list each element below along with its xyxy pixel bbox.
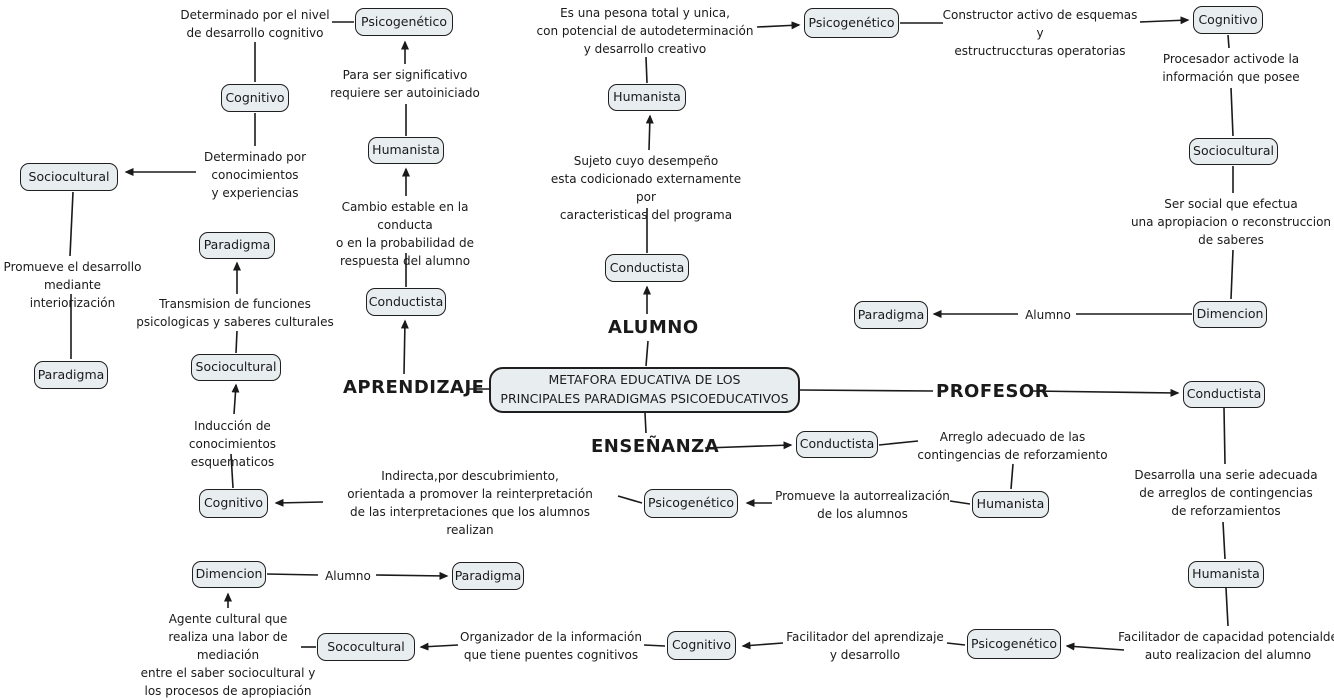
node-psicogenetico-top-right: Psicogenético xyxy=(804,8,899,38)
node-conductista-ensenanza: Conductista xyxy=(796,431,878,458)
edge-label-ser-social: Ser social que efectua una apropiacion o… xyxy=(1130,197,1332,247)
node-paradigma-bottom: Paradigma xyxy=(452,562,524,590)
node-psicogenetico-ensenanza: Psicogenético xyxy=(644,489,738,518)
node-cognitivo-bottom: Cognitivo xyxy=(667,631,736,660)
node-conductista-left: Conductista xyxy=(366,288,446,316)
edge-label-agente-cultural: Agente cultural que realiza una labor de… xyxy=(140,612,316,698)
concept-map-canvas: METAFORA EDUCATIVA DE LOS PRINCIPALES PA… xyxy=(3,6,1334,698)
edge-label-significativo: Para ser significativo requiere ser auto… xyxy=(330,68,480,100)
node-cognitivo-top-right: Cognitivo xyxy=(1193,6,1263,34)
edge-label-cambio-estable: Cambio estable en la conducta o en la pr… xyxy=(335,200,475,268)
node-paradigma-mid-left: Paradigma xyxy=(199,232,275,259)
edge-label-desarrolla-serie: Desarrolla una serie adecuada de arreglo… xyxy=(1134,468,1318,518)
edge-label-induccion: Inducción de conocimientos esquematicos xyxy=(188,419,277,469)
edge-label-pesona-total: Es una pesona total y unica, con potenci… xyxy=(536,6,754,56)
node-conductista-center: Conductista xyxy=(605,254,689,282)
node-sociocultural-far-left: Sociocultural xyxy=(20,163,118,191)
edge-label-facilitador-capacidad: Facilitador de capacidad potencialde aut… xyxy=(1118,630,1334,662)
edge-label-facilitador-aprendizaje: Facilitador del aprendizaje y desarrollo xyxy=(786,630,944,662)
edge-label-promueve-desarrollo: Promueve el desarrollo mediante interior… xyxy=(3,260,142,310)
edge-label-procesador-activo: Procesador activode la información que p… xyxy=(1162,52,1300,84)
node-cognitivo-top-left: Cognitivo xyxy=(221,84,289,112)
edge-label-constructor-activo: Constructor activo de esquemas y estruct… xyxy=(942,8,1138,58)
branch-label-alumno: ALUMNO xyxy=(608,317,699,338)
branch-label-aprendizaje: APRENDIZAJE xyxy=(343,377,485,398)
node-humanista-top-center: Humanista xyxy=(608,84,686,111)
edge-label-organizador: Organizador de la información que tiene … xyxy=(460,630,642,662)
node-dimencion-bottom: Dimencion xyxy=(192,561,266,588)
branch-label-ensenanza: ENSEÑANZA xyxy=(591,436,720,457)
central-topic-node: METAFORA EDUCATIVA DE LOS PRINCIPALES PA… xyxy=(489,367,800,413)
node-humanista-left: Humanista xyxy=(368,137,444,164)
branch-label-profesor: PROFESOR xyxy=(936,381,1050,402)
node-paradigma-right: Paradigma xyxy=(854,301,928,329)
node-conductista-far-right: Conductista xyxy=(1183,381,1265,408)
edge-label-determinado-nivel: Determinado por el nivel de desarrollo c… xyxy=(180,8,330,40)
node-cognitivo-left-bottom: Cognitivo xyxy=(199,489,268,518)
node-sococultural-bottom: Sococultural xyxy=(317,633,415,661)
node-sociocultural-mid: Sociocultural xyxy=(191,354,281,381)
node-psicogenetico-top-left: Psicogenético xyxy=(355,8,453,36)
node-dimencion-right: Dimencion xyxy=(1193,301,1267,328)
node-psicogenetico-bottom: Psicogenético xyxy=(967,629,1061,659)
edge-label-alumno-right: Alumno xyxy=(1025,308,1071,322)
edge-label-arreglo-adecuado: Arreglo adecuado de las contingencias de… xyxy=(917,430,1108,462)
edge-label-promueve-autorrealizacion: Promueve la autorrealización de los alum… xyxy=(775,489,950,521)
edge-label-determinado-conocimientos: Determinado por conocimientos y experien… xyxy=(203,150,307,200)
node-humanista-bottom-right: Humanista xyxy=(1188,561,1264,588)
node-paradigma-far-left: Paradigma xyxy=(34,361,108,389)
edge-label-alumno-bottom: Alumno xyxy=(325,569,371,583)
node-sociocultural-right: Sociocultural xyxy=(1189,138,1278,165)
edge-label-transmision: Transmision de funciones psicologicas y … xyxy=(136,297,334,329)
edge-label-sujeto-desempeno: Sujeto cuyo desempeño esta codicionado e… xyxy=(550,154,742,222)
edge-label-indirecta: Indirecta,por descubrimiento, orientada … xyxy=(347,469,593,537)
node-humanista-ensenanza: Humanista xyxy=(972,491,1049,518)
